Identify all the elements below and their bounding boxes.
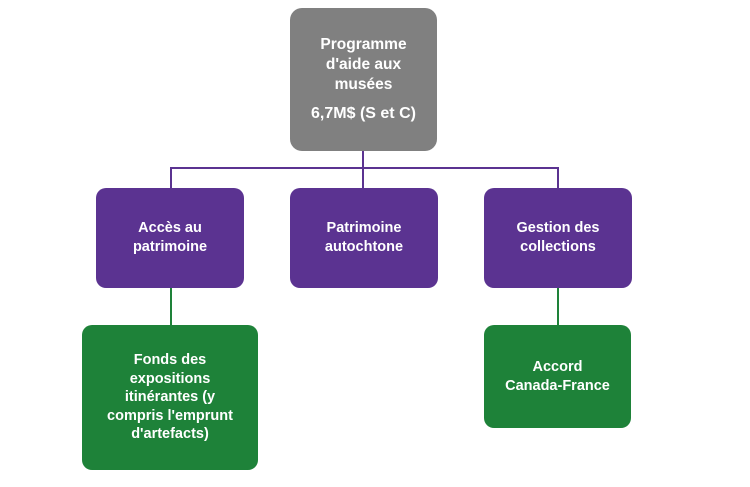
node-root-title: Programme d'aide aux musées [298, 35, 429, 94]
node-patrimoine-autochtone-line-2: autochtone [324, 239, 404, 255]
node-acces-au-patrimoine[interactable]: Accès au patrimoine [96, 188, 244, 288]
node-gestion-des-collections-label: Gestion des collections [492, 219, 624, 256]
connector-acces-to-fonds [170, 288, 172, 325]
node-patrimoine-autochtone-line-1: Patrimoine [326, 220, 402, 237]
connector-gestion-to-accord [557, 288, 559, 325]
node-acces-au-patrimoine-line-1: Accès au [138, 220, 202, 237]
node-gestion-des-collections-line-2: collections [520, 239, 596, 255]
node-root-title-line-1: Programme [320, 36, 407, 54]
node-accord-canada-france[interactable]: Accord Canada-France [484, 325, 631, 428]
node-acces-au-patrimoine-line-2: patrimoine [132, 239, 208, 255]
node-fonds-line-2: expositions [129, 370, 211, 387]
node-fonds-expositions-itinerantes[interactable]: Fonds des expositions itinérantes (y com… [82, 325, 258, 470]
connector-drop-gestion-des-collections [557, 167, 559, 188]
node-root-amount: 6,7M$ (S et C) [311, 104, 416, 122]
node-programme-aide-musees[interactable]: Programme d'aide aux musées 6,7M$ (S et … [290, 8, 437, 151]
node-root-title-line-2: d'aide aux [325, 55, 402, 73]
node-accord-line-1: Accord [532, 358, 583, 375]
node-fonds-line-5: d'artefacts) [131, 426, 209, 443]
node-fonds-line-1: Fonds des [133, 352, 207, 369]
node-fonds-line-4: compris l'emprunt [107, 407, 233, 424]
node-patrimoine-autochtone-label: Patrimoine autochtone [298, 219, 430, 256]
node-patrimoine-autochtone[interactable]: Patrimoine autochtone [290, 188, 438, 288]
node-acces-au-patrimoine-label: Accès au patrimoine [104, 219, 236, 256]
node-fonds-line-3: itinérantes (y [124, 389, 216, 406]
connector-root-trunk [362, 150, 364, 188]
node-root-title-line-3: musées [334, 75, 393, 93]
node-fonds-expositions-itinerantes-label: Fonds des expositions itinérantes (y com… [90, 351, 250, 444]
node-accord-line-2: Canada-France [505, 377, 610, 394]
connector-level2-bus [170, 167, 559, 169]
node-gestion-des-collections[interactable]: Gestion des collections [484, 188, 632, 288]
node-accord-canada-france-label: Accord Canada-France [492, 358, 623, 395]
node-gestion-des-collections-line-1: Gestion des [516, 220, 600, 237]
connector-drop-acces-au-patrimoine [170, 167, 172, 188]
